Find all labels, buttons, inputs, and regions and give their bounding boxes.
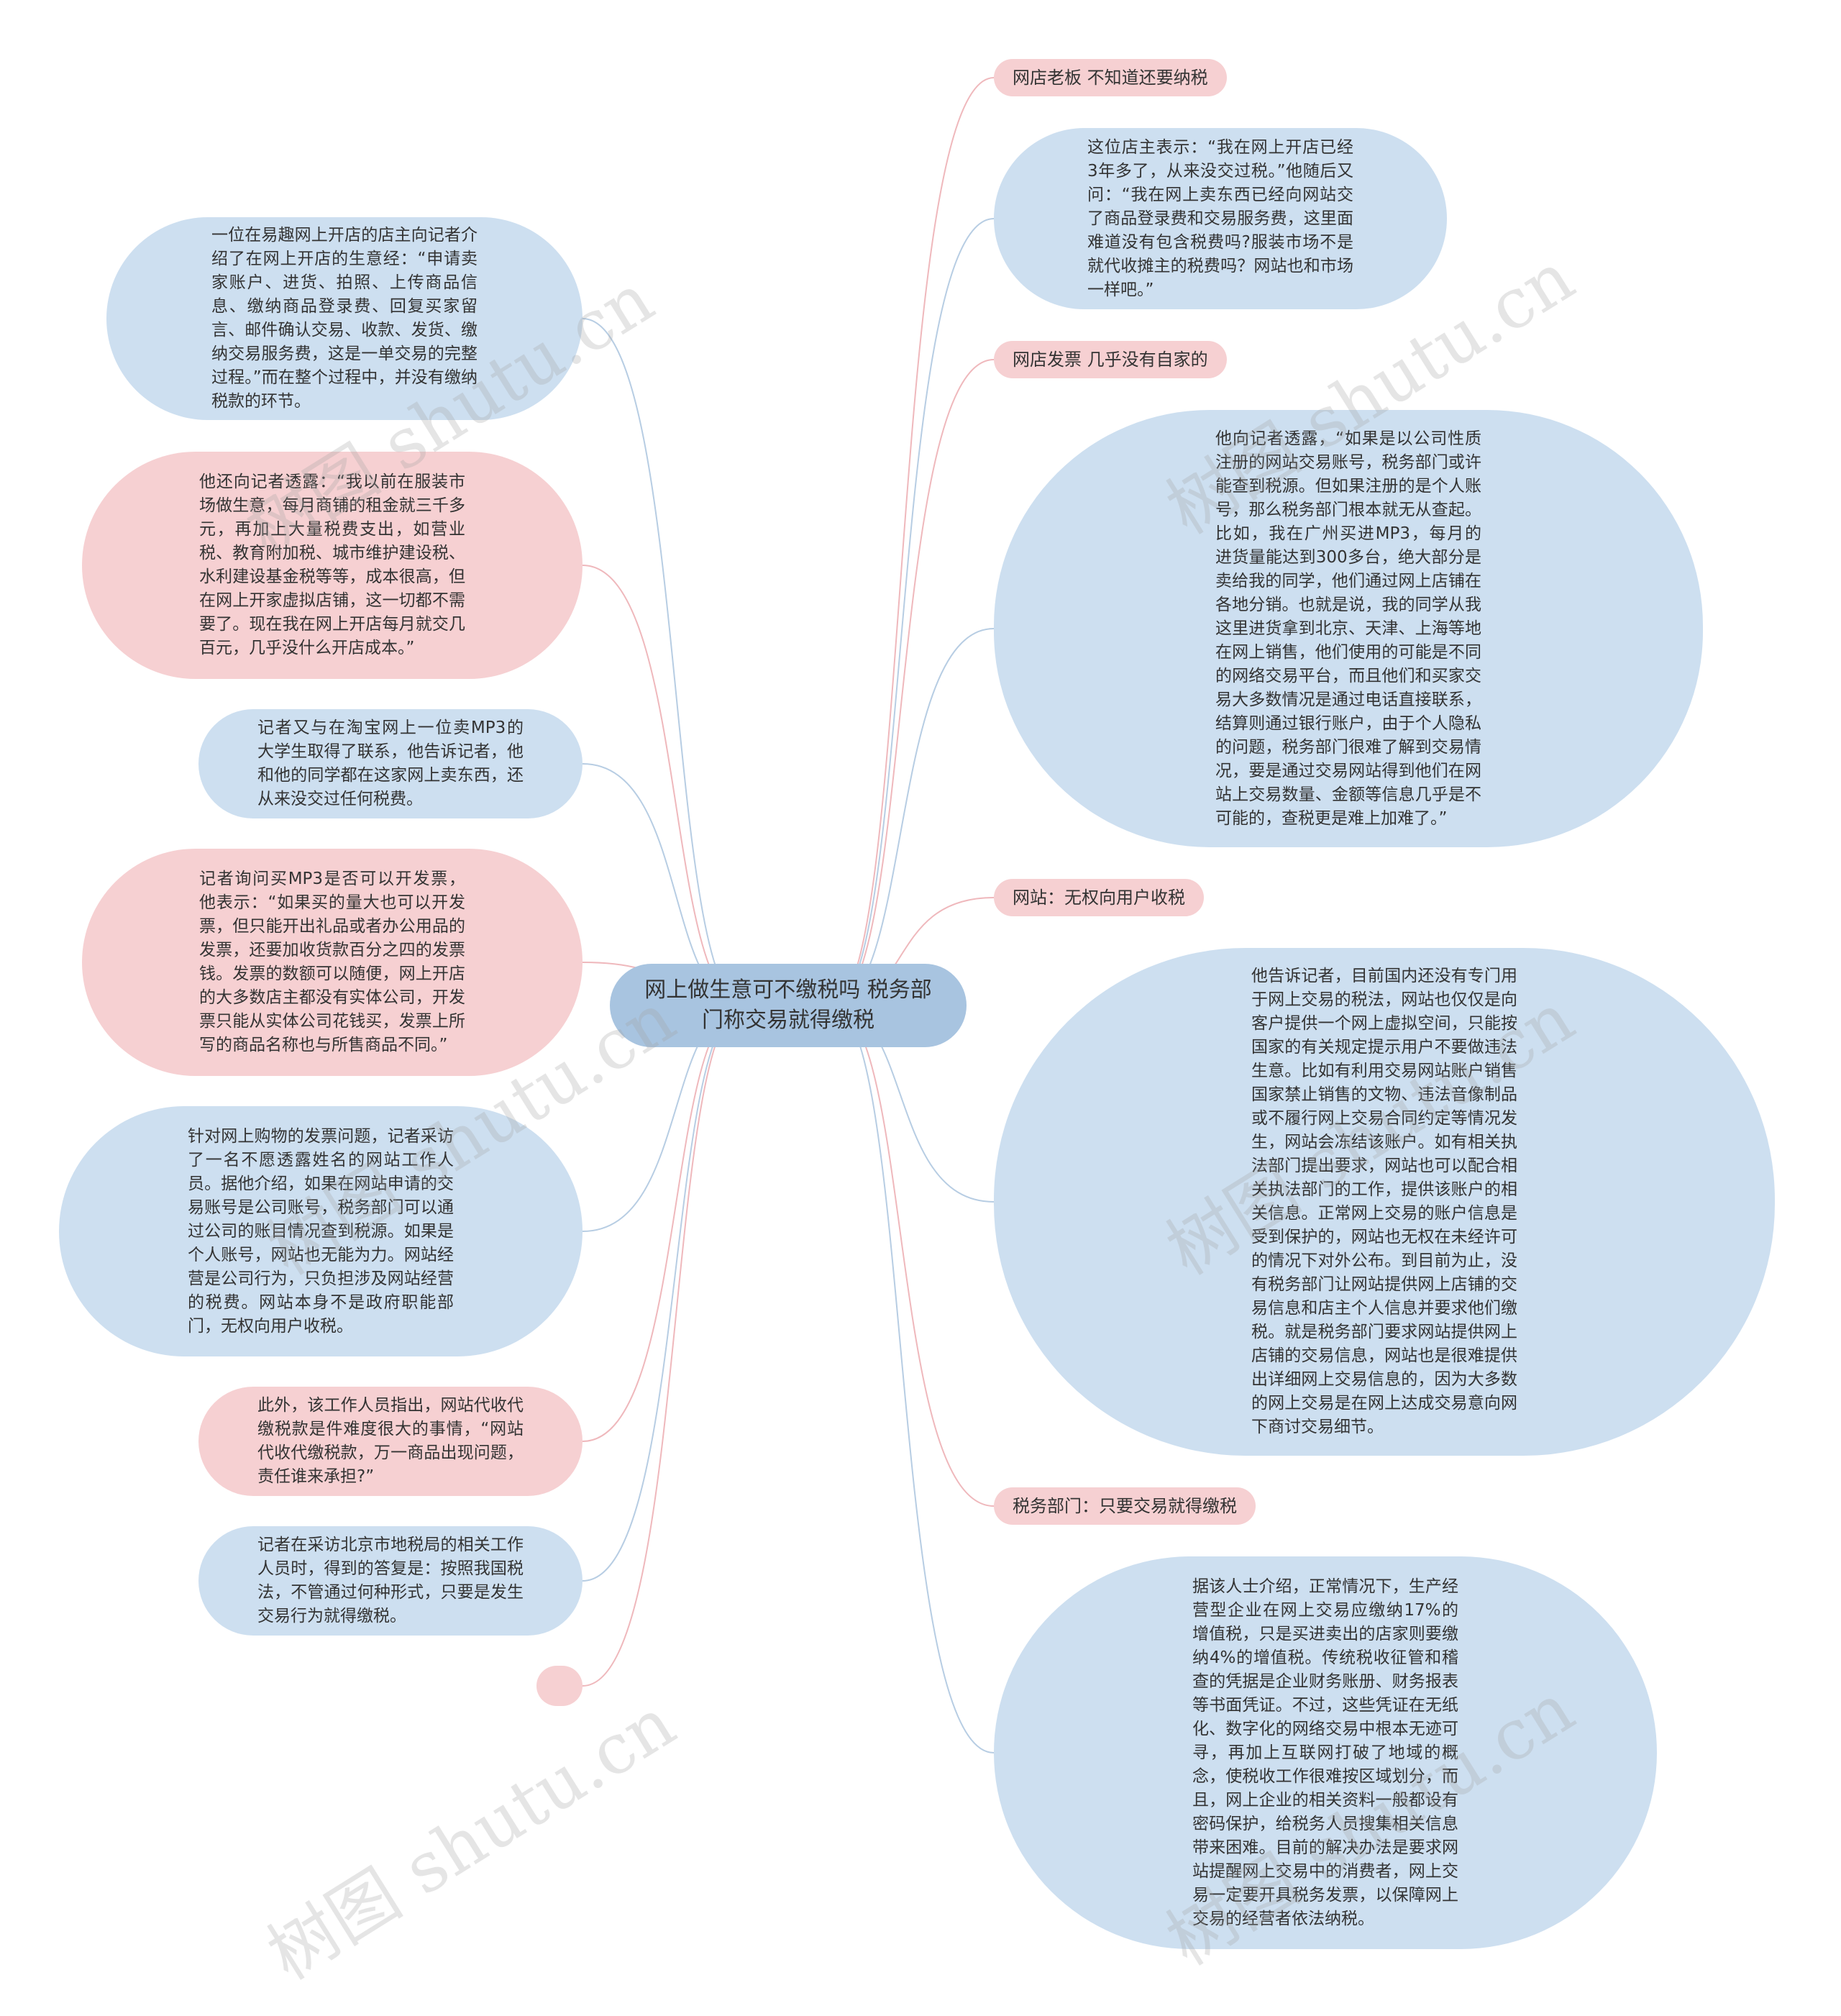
- left-text-6-content: 此外，该工作人员指出，网站代收代缴税款是件难度很大的事情，“网站代收代缴税款，万…: [257, 1396, 524, 1486]
- left-text-5-content: 针对网上购物的发票问题，记者采访了一名不愿透露姓名的网站工作人员。据他介绍，如果…: [188, 1126, 454, 1336]
- connector-line: [831, 1005, 995, 1753]
- connector-line: [582, 1005, 746, 1582]
- right-label-2[interactable]: 网店发票 几乎没有自家的: [994, 341, 1227, 378]
- connector-line: [831, 359, 995, 1006]
- right-text-2-content: 他向记者透露，“如果是以公司性质注册的网站交易账号，税务部门或许能查到税源。但如…: [1215, 429, 1481, 828]
- left-text-3[interactable]: 记者又与在淘宝网上一位卖MP3的大学生取得了联系，他告诉记者，他和他的同学都在这…: [198, 709, 583, 818]
- connector-line: [831, 1005, 995, 1507]
- right-text-4-content: 据该人士介绍，正常情况下，生产经营型企业在网上交易应缴纳17%的增值税，只是买进…: [1192, 1577, 1458, 1928]
- root-topic[interactable]: 网上做生意可不缴税吗 税务部门称交易就得缴税: [610, 964, 967, 1047]
- connector-line: [831, 628, 995, 1006]
- right-label-2-text: 网店发票 几乎没有自家的: [1013, 350, 1208, 370]
- right-text-4[interactable]: 据该人士介绍，正常情况下，生产经营型企业在网上交易应缴纳17%的增值税，只是买进…: [994, 1556, 1657, 1949]
- right-text-3[interactable]: 他告诉记者，目前国内还没有专门用于网上交易的税法，网站也仅仅是向客户提供一个网上…: [994, 948, 1775, 1456]
- left-text-5[interactable]: 针对网上购物的发票问题，记者采访了一名不愿透露姓名的网站工作人员。据他介绍，如果…: [59, 1106, 583, 1356]
- left-text-4-content: 记者询问买MP3是否可以开发票，他表示：“如果买的量大也可以开发票，但只能开出礼…: [199, 870, 465, 1054]
- left-text-7[interactable]: 记者在采访北京市地税局的相关工作人员时，得到的答复是：按照我国税法，不管通过何种…: [198, 1526, 583, 1636]
- left-text-7-content: 记者在采访北京市地税局的相关工作人员时，得到的答复是：按照我国税法，不管通过何种…: [257, 1536, 524, 1625]
- connector-line: [831, 77, 995, 1006]
- right-label-3-text: 网站：无权向用户收税: [1013, 888, 1185, 908]
- left-text-3-content: 记者又与在淘宝网上一位卖MP3的大学生取得了联系，他告诉记者，他和他的同学都在这…: [257, 719, 524, 808]
- connector-line: [831, 218, 995, 1006]
- right-label-4-text: 税务部门：只要交易就得缴税: [1013, 1496, 1237, 1516]
- left-text-2-content: 他还向记者透露：“我以前在服装市场做生意，每月商铺的租金就三千多元，再加上大量税…: [199, 473, 465, 657]
- connector-line: [582, 1005, 746, 1442]
- right-text-3-content: 他告诉记者，目前国内还没有专门用于网上交易的税法，网站也仅仅是向客户提供一个网上…: [1251, 967, 1517, 1436]
- right-text-1[interactable]: 这位店主表示：“我在网上开店已经3年多了，从来没交过税。”他随后又问：“我在网上…: [994, 128, 1447, 309]
- connector-line: [582, 1005, 746, 1687]
- left-text-1[interactable]: 一位在易趣网上开店的店主向记者介绍了在网上开店的生意经：“申请卖家账户、进货、拍…: [106, 217, 583, 420]
- connector-line: [582, 565, 746, 1006]
- right-label-1[interactable]: 网店老板 不知道还要纳税: [994, 59, 1227, 96]
- root-topic-text: 网上做生意可不缴税吗 税务部门称交易就得缴税: [644, 977, 932, 1033]
- left-text-1-content: 一位在易趣网上开店的店主向记者介绍了在网上开店的生意经：“申请卖家账户、进货、拍…: [211, 226, 478, 411]
- right-label-3[interactable]: 网站：无权向用户收税: [994, 879, 1204, 916]
- right-label-1-text: 网店老板 不知道还要纳税: [1013, 68, 1208, 88]
- connector-line: [582, 318, 746, 1006]
- left-text-6[interactable]: 此外，该工作人员指出，网站代收代缴税款是件难度很大的事情，“网站代收代缴税款，万…: [198, 1387, 583, 1496]
- left-text-2[interactable]: 他还向记者透露：“我以前在服装市场做生意，每月商铺的租金就三千多元，再加上大量税…: [82, 452, 583, 679]
- right-text-1-content: 这位店主表示：“我在网上开店已经3年多了，从来没交过税。”他随后又问：“我在网上…: [1087, 137, 1353, 299]
- left-empty-node[interactable]: [536, 1666, 583, 1706]
- left-text-4[interactable]: 记者询问买MP3是否可以开发票，他表示：“如果买的量大也可以开发票，但只能开出礼…: [82, 849, 583, 1076]
- right-text-2[interactable]: 他向记者透露，“如果是以公司性质注册的网站交易账号，税务部门或许能查到税源。但如…: [994, 410, 1703, 847]
- right-label-4[interactable]: 税务部门：只要交易就得缴税: [994, 1487, 1256, 1525]
